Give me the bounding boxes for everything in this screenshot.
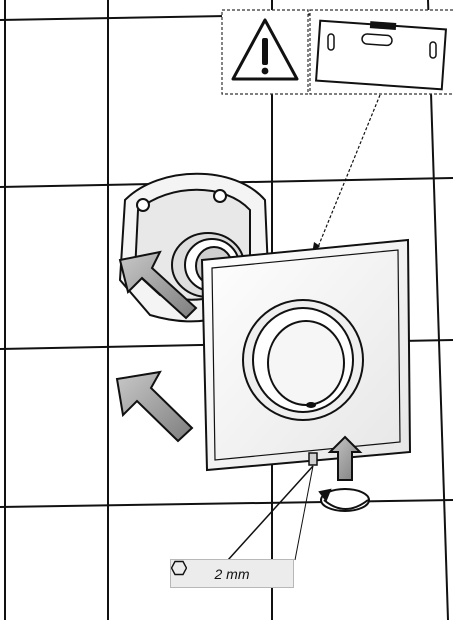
set-screw (227, 452, 318, 561)
hex-key-size: 2 mm (214, 565, 250, 582)
warning-callout (221, 9, 309, 95)
cover-plate (200, 238, 412, 472)
hex-key-icon (171, 560, 187, 576)
rotate-icon (318, 488, 370, 512)
push-arrow-upper (118, 250, 198, 320)
tile-line (0, 499, 453, 508)
spirit-level-callout (309, 9, 453, 254)
hex-key-callout: 2 mm (170, 559, 294, 588)
warning-icon (231, 18, 299, 81)
tile-line (427, 0, 449, 620)
push-arrow-lower (115, 370, 194, 443)
push-arrow-icon (327, 435, 363, 481)
spirit-level-icon (314, 19, 448, 91)
